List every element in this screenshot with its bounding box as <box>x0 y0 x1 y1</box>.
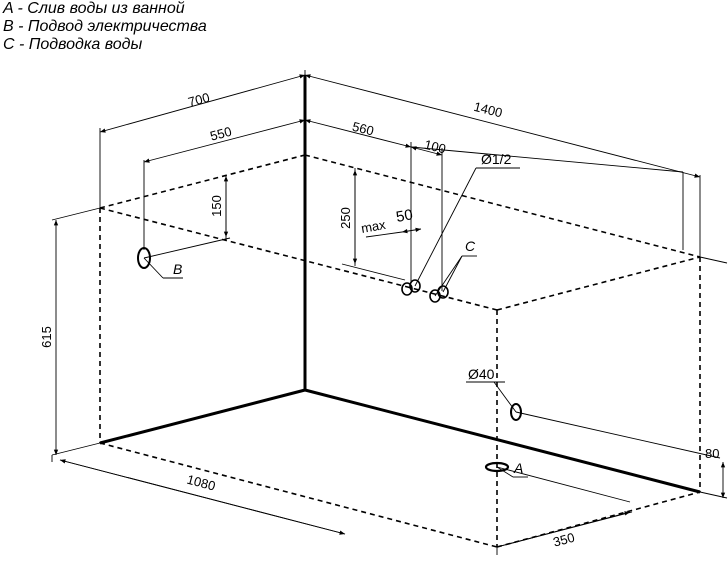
drain-a <box>484 461 510 473</box>
dim-560-text: 560 <box>351 119 376 139</box>
label-c: C <box>465 238 476 254</box>
diameter-40-text: Ø40 <box>468 366 495 382</box>
label-a: A <box>513 460 523 476</box>
label-b: B <box>173 261 182 277</box>
floor-left-edge <box>99 388 306 445</box>
dim-1400-line <box>304 74 701 178</box>
dim-560-line <box>304 119 412 148</box>
dim-350-line <box>496 511 631 548</box>
dim-550-text: 550 <box>208 124 233 144</box>
dim-250-text: 250 <box>338 207 353 229</box>
legend: A - Слив воды из ванной B - Подвод элект… <box>3 0 207 54</box>
diameter-half-text: Ø1/2 <box>481 151 512 167</box>
legend-item-a: A - Слив воды из ванной <box>3 0 185 17</box>
dim-max50-line <box>401 227 422 234</box>
dim-700-text: 700 <box>186 90 211 110</box>
fittings <box>137 247 522 473</box>
pipe-hole-2 <box>409 279 421 293</box>
leader-lines <box>143 167 528 478</box>
dim-1400-text: 1400 <box>472 99 504 121</box>
pipe-hole-1 <box>401 282 413 296</box>
max-value-text: 50 <box>395 206 414 226</box>
max-prefix-text: max <box>360 217 387 236</box>
dim-615-text: 615 <box>39 326 54 348</box>
dim-100-line <box>410 146 443 156</box>
legend-item-c: C - Подводка воды <box>3 36 143 53</box>
overflow-hole-40 <box>510 403 522 421</box>
dim-550-line <box>143 119 306 163</box>
dim-350-text: 350 <box>551 530 576 550</box>
dim-1080-text: 1080 <box>185 472 217 494</box>
floor-right-edge <box>304 388 701 494</box>
legend-item-b: B - Подвод электричества <box>3 18 207 35</box>
dimension-lines <box>53 74 726 548</box>
extension-lines <box>51 70 728 555</box>
electric-outlet-b <box>137 247 151 269</box>
room-walls <box>99 75 701 494</box>
dim-700-line <box>99 74 306 133</box>
dim-100-text: 100 <box>423 137 448 157</box>
dim-80-text: 80 <box>705 446 719 461</box>
dim-150-text: 150 <box>209 195 224 217</box>
